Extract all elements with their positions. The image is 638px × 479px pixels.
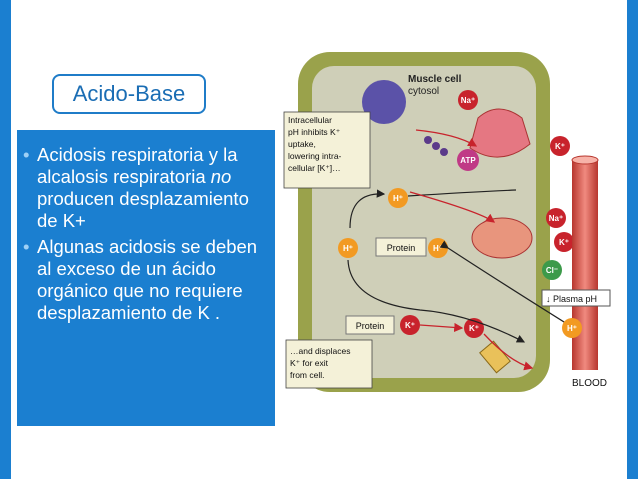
bullet-icon: • — [23, 236, 30, 257]
na-label-right: Na⁺ — [549, 214, 563, 223]
k-label-2: K⁺ — [559, 238, 569, 247]
note-top-box — [283, 111, 371, 189]
bullet-item-1: • Acidosis respiratoria y la alcalosis re… — [23, 144, 267, 232]
blood-label: BLOOD — [572, 378, 607, 389]
na-ion-right — [546, 208, 566, 228]
protein-box-2 — [345, 315, 395, 335]
cl-label: Cl⁻ — [546, 266, 558, 275]
nucleus-icon — [362, 80, 406, 124]
slide-title-text: Acido-Base — [72, 81, 186, 106]
k-label-1: K⁺ — [555, 142, 565, 151]
cl-ion — [542, 260, 562, 280]
cytosol-label: cytosol — [408, 86, 439, 97]
k-ion-right-2 — [554, 232, 574, 252]
note-top-text: Intracellular pH inhibits K⁺ uptake, low… — [288, 115, 344, 173]
h-label-3: H⁺ — [433, 244, 443, 253]
protein-box-1 — [375, 237, 427, 257]
k-ion-right-1 — [550, 136, 570, 156]
h-label-1: H⁺ — [393, 194, 403, 203]
bullet-1-text-end: producen desplazamiento de K+ — [37, 188, 249, 231]
slide-title: Acido-Base — [52, 74, 206, 114]
h-label-2: H⁺ — [343, 244, 353, 253]
plasma-ph-label: ↓ Plasma pH — [546, 294, 597, 304]
bullet-list: • Acidosis respiratoria y la alcalosis re… — [17, 130, 275, 324]
h-ion-2 — [338, 238, 358, 258]
left-accent-bar — [0, 0, 11, 479]
cell-label: Muscle cell — [408, 74, 462, 85]
k-ion-protein — [400, 315, 420, 335]
atp-label: ATP — [460, 156, 476, 165]
bullet-panel: • Acidosis respiratoria y la alcalosis re… — [17, 130, 275, 426]
note-bottom-box — [285, 339, 373, 389]
k-label-4: K⁺ — [469, 324, 479, 333]
h-ion-blood — [562, 318, 582, 338]
bullet-1-italic: no — [210, 166, 232, 187]
na-k-pump-icon — [469, 108, 531, 158]
protein-label-1: Protein — [387, 243, 416, 253]
bullet-item-2: • Algunas acidosis se deben al exceso de … — [23, 236, 267, 324]
blood-vessel — [572, 160, 598, 370]
muscle-cell-diagram: Muscle cell cytosol Intracellular pH inh… — [280, 42, 622, 446]
bullet-icon: • — [23, 144, 30, 165]
plasma-ph-box — [541, 289, 611, 307]
atp-icon — [457, 149, 479, 171]
h-label-blood: H⁺ — [567, 324, 577, 333]
right-accent-bar — [627, 0, 638, 479]
bullet-2-text: Algunas acidosis se deben al exceso de u… — [37, 236, 258, 323]
na-ion-top — [458, 90, 478, 110]
bullet-1-text: Acidosis respiratoria y la alcalosis res… — [37, 144, 238, 187]
note-bottom-text: …and displaces K⁺ for exit from cell. — [290, 346, 353, 380]
exchanger-icon — [471, 217, 533, 259]
na-label-top: Na⁺ — [461, 96, 475, 105]
k-label-3: K⁺ — [405, 321, 415, 330]
h-ion-1 — [388, 188, 408, 208]
protein-label-2: Protein — [356, 321, 385, 331]
